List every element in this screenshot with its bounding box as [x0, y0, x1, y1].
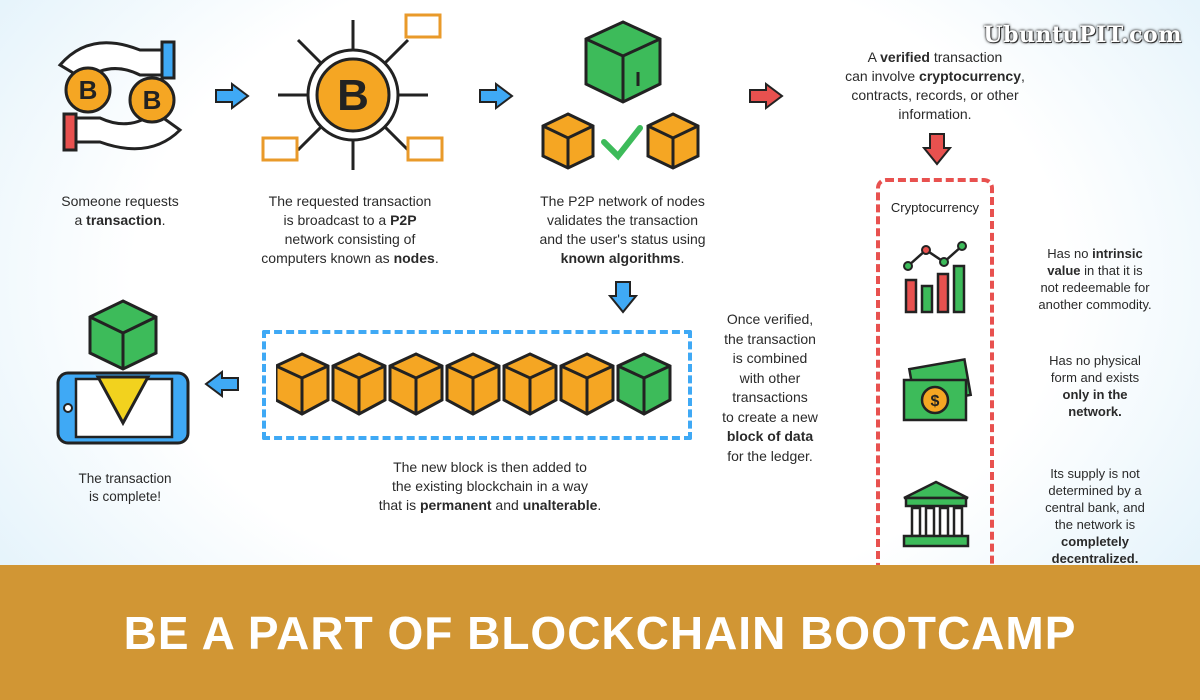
bank-icon [902, 480, 970, 548]
block-4 [445, 352, 501, 416]
step7-text: The transaction is complete! [78, 471, 172, 504]
svg-text:B: B [143, 85, 162, 115]
money-icon: $ [902, 357, 973, 422]
arrow-right-red-icon [749, 82, 784, 110]
block-2 [331, 352, 387, 416]
mobile-complete-icon [56, 299, 190, 445]
block-6 [559, 352, 615, 416]
cryptocurrency-title: Cryptocurrency [884, 200, 986, 215]
step4-text: A verified transaction can involve crypt… [845, 49, 1025, 122]
step6-text: The new block is then added to the exist… [378, 459, 602, 513]
crypto-feature-2: Has no physical form and exists only in … [1049, 353, 1141, 419]
step1-text: Someone requests a transaction. [61, 193, 179, 228]
step2-text: The requested transaction is broadcast t… [261, 193, 439, 266]
nodes-validate-icon [541, 20, 700, 170]
crypto-feature-3: Its supply is not determined by a centra… [1045, 466, 1145, 566]
arrow-right-icon [479, 82, 514, 110]
hands-bitcoin-icon: B B [57, 40, 183, 152]
blockchain-blocks-icon [276, 352, 672, 416]
arrow-right-icon [215, 82, 250, 110]
step3-text: The P2P network of nodes validates the t… [539, 193, 706, 266]
svg-text:$: $ [931, 393, 940, 410]
block-5 [502, 352, 558, 416]
step5-text: Once verified, the transaction is combin… [722, 311, 818, 464]
block-1 [276, 352, 330, 416]
bitcoin-network-icon: B [261, 13, 444, 170]
banner-title: BE A PART OF BLOCKCHAIN BOOTCAMP [123, 606, 1077, 659]
svg-text:B: B [337, 71, 369, 120]
arrow-left-icon [204, 370, 239, 398]
svg-text:B: B [79, 75, 98, 105]
watermark-logo: UbuntuPIT.com [983, 22, 1182, 48]
banner: BE A PART OF BLOCKCHAIN BOOTCAMP [0, 565, 1200, 700]
arrow-down-red-icon [922, 133, 952, 166]
crypto-feature-1: Has no intrinsic value in that it is not… [1038, 246, 1152, 312]
cryptocurrency-box [876, 178, 994, 578]
block-3 [388, 352, 444, 416]
blockchain-box [262, 330, 692, 440]
arrow-down-icon [608, 281, 638, 314]
chart-icon [903, 241, 967, 314]
block-7 [616, 352, 672, 416]
